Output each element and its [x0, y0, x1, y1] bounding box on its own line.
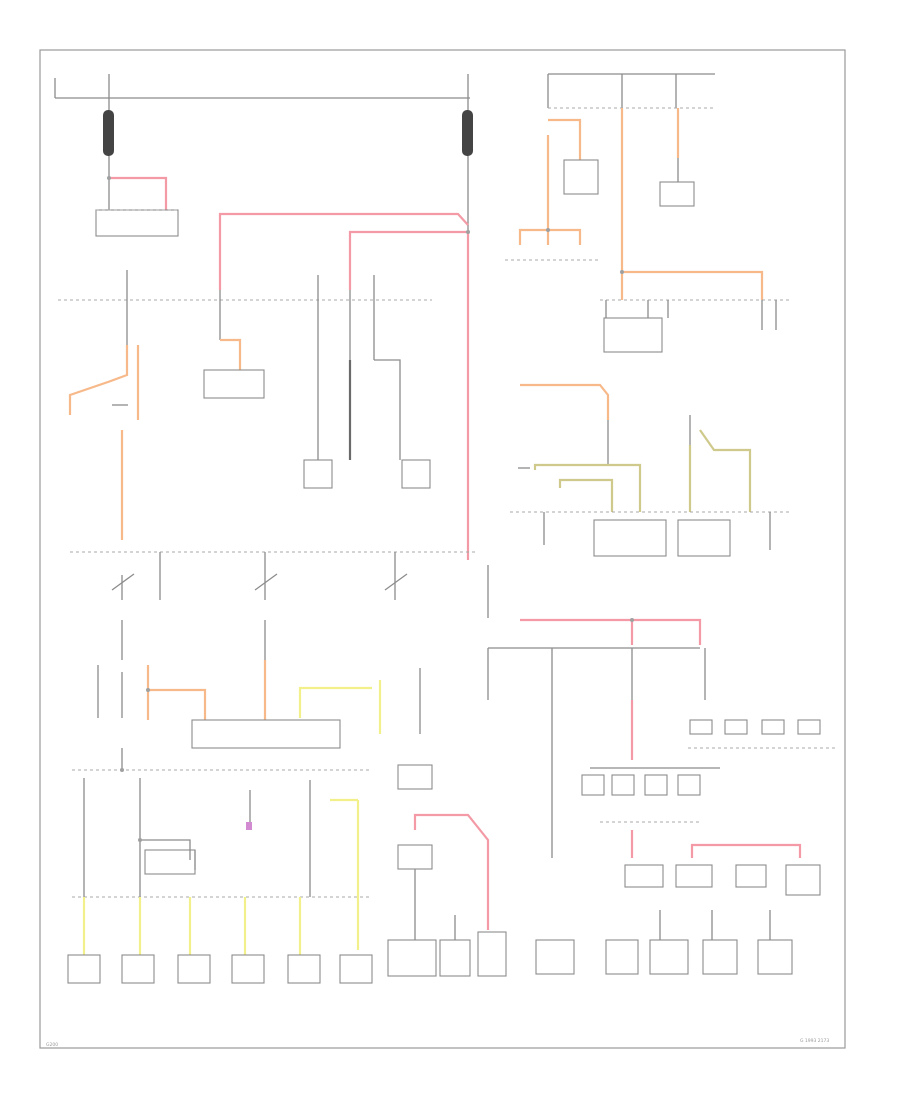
fusible-link-left: [103, 110, 114, 156]
right-fusible-output: [218, 156, 470, 560]
fuse-block-right: [689, 719, 821, 735]
diagram-frame: [39, 49, 846, 1049]
splice-points: [107, 176, 634, 842]
left-fusible-output: [95, 156, 179, 237]
label-ground-bottom-left: G200: [46, 1042, 58, 1048]
center-lower-relays: [387, 764, 507, 977]
battery-feed: [54, 74, 470, 110]
top-right-bus: [547, 73, 715, 109]
headlight-switch: [111, 552, 489, 618]
right-lower-loads: [535, 830, 821, 975]
fuse-column-center: [203, 290, 265, 399]
right-lower-fuses: [487, 618, 706, 858]
top-right-wires: [518, 108, 764, 300]
lower-left-branches: [83, 748, 360, 950]
fuse-block-center: [581, 767, 720, 796]
fusible-link-right: [462, 110, 473, 156]
label-diagram-code: G 1993 2173: [800, 1038, 829, 1044]
fuse-column-left: [68, 270, 140, 540]
electrical-center-boxes: [543, 512, 771, 557]
top-right-modules: [603, 300, 777, 353]
right-middle-wires: [518, 383, 752, 512]
lower-left-loads: [67, 897, 373, 984]
fuse-column-mid: [303, 275, 431, 489]
control-module: [97, 620, 421, 749]
